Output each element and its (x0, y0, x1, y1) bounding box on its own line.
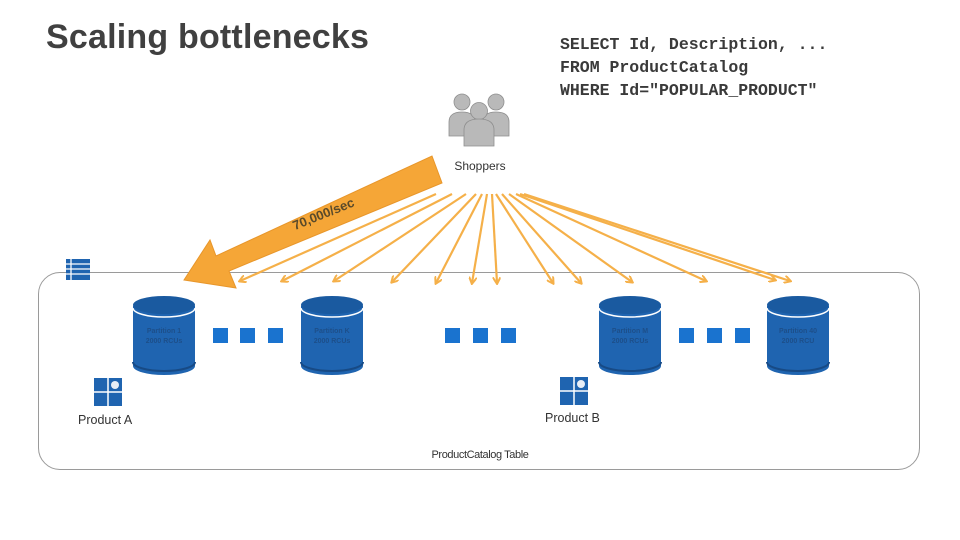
ellipsis-square (268, 328, 283, 343)
partition-m-label: Partition M 2000 RCUs (599, 327, 661, 347)
product-a-icon (94, 378, 122, 406)
ellipsis-square (707, 328, 722, 343)
request-arrow (490, 193, 497, 283)
ellipsis-square (679, 328, 694, 343)
request-arrow (436, 193, 483, 283)
request-arrow (392, 193, 477, 282)
sql-line-select: SELECT Id, Description, ... (560, 35, 828, 54)
hot-partition-arrow: 70,000/sec (183, 155, 443, 289)
ellipsis-square (213, 328, 228, 343)
ellipsis-square (735, 328, 750, 343)
partitions (132, 296, 830, 375)
ellipsis-square (501, 328, 516, 343)
request-arrow (515, 192, 706, 281)
users-group-icon (448, 93, 510, 147)
partition-name: Partition M (611, 328, 649, 335)
partition-capacity: 2000 RCUs (611, 338, 649, 345)
request-arrow (495, 193, 553, 283)
request-arrow (282, 193, 453, 281)
product-b-icon (560, 377, 588, 405)
shoppers-label: Shoppers (454, 159, 506, 173)
partition-ellipses (213, 328, 750, 343)
sql-query: SELECT Id, Description, ... FROM ProductC… (560, 33, 827, 102)
request-arrows (240, 192, 790, 283)
request-arrow (472, 193, 489, 283)
partition-capacity: 2000 RCU (781, 338, 815, 345)
ellipsis-square (445, 328, 460, 343)
partition-k-label: Partition K 2000 RCUs (301, 327, 363, 347)
product-b-label: Product B (545, 411, 600, 425)
request-arrow (501, 193, 581, 283)
request-arrow (519, 192, 775, 280)
ellipsis-square (240, 328, 255, 343)
partition-cylinder (132, 296, 196, 375)
sql-line-where: WHERE Id="POPULAR_PRODUCT" (560, 81, 818, 100)
partition-1-label: Partition 1 2000 RCUs (133, 327, 195, 347)
partition-name: Partition K (314, 328, 350, 335)
product-catalog-table-box (38, 272, 920, 470)
request-arrow (240, 192, 437, 281)
partition-capacity: 2000 RCUs (313, 338, 351, 345)
request-arrow (334, 193, 467, 281)
slide-title: Scaling bottlenecks (46, 18, 370, 56)
partition-cylinder (598, 296, 662, 375)
partition-cylinder (766, 296, 830, 375)
request-arrow (523, 192, 790, 281)
partition-cylinder (300, 296, 364, 375)
request-arrow (508, 193, 632, 282)
partition-40-label: Partition 40 2000 RCU (767, 327, 829, 347)
table-label: ProductCatalog Table (431, 449, 529, 461)
partition-name: Partition 1 (146, 328, 182, 335)
table-icon (66, 259, 90, 280)
ellipsis-square (473, 328, 488, 343)
product-a-label: Product A (78, 413, 133, 427)
sql-line-from: FROM ProductCatalog (560, 58, 749, 77)
partition-name: Partition 40 (778, 328, 818, 335)
partition-capacity: 2000 RCUs (145, 338, 183, 345)
